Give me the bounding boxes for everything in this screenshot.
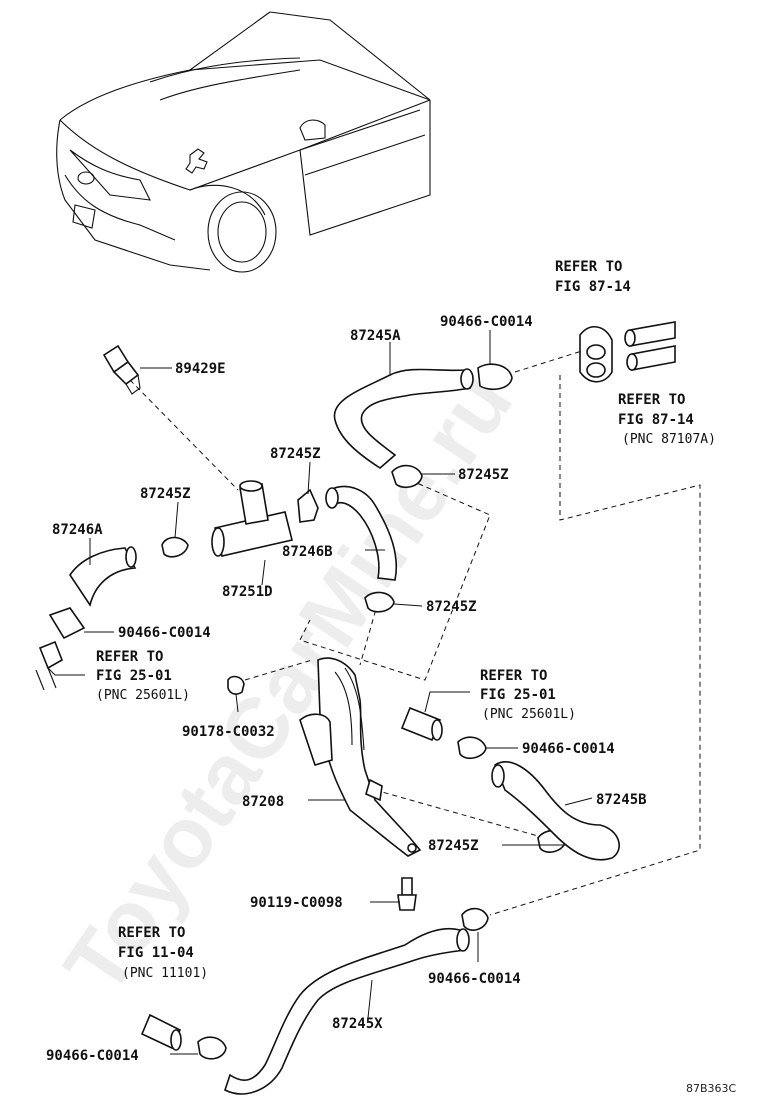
grommet-connector: [579, 321, 676, 383]
label-87246B: 87246B: [282, 544, 333, 560]
label-87208: 87208: [242, 794, 284, 810]
label-89429E: 89429E: [175, 361, 226, 377]
leader-lines: [47, 330, 593, 1055]
part-labels: 89429E 87245A 90466-C0014 87245Z 87245Z …: [46, 314, 647, 1064]
ref-line: REFER TO: [618, 392, 685, 408]
bracket-87208: [299, 657, 422, 857]
diagram-code: 87B363C: [686, 1082, 737, 1095]
label-87245X: 87245X: [332, 1016, 383, 1032]
label-87251D: 87251D: [222, 584, 273, 600]
hose-87245B: [491, 761, 620, 861]
ref-fig-87-14-side: REFER TO FIG 87-14 (PNC 87107A): [618, 392, 716, 447]
label-90466-left: 90466-C0014: [118, 625, 211, 641]
ref-line: FIG 87-14: [555, 279, 631, 295]
label-87246A: 87246A: [52, 522, 103, 538]
label-87245A: 87245A: [350, 328, 401, 344]
ref-fig-87-14-top: REFER TO FIG 87-14: [555, 259, 631, 295]
label-87245Z-lower: 87245Z: [426, 599, 477, 615]
ref-line: FIG 25-01: [96, 668, 172, 684]
hose-87246A: [69, 546, 137, 607]
hose-87245X: [224, 927, 470, 1095]
cap-90178: [227, 675, 245, 695]
clamp-90466-bottom: [197, 1036, 227, 1060]
ref-line: FIG 25-01: [480, 687, 556, 703]
ref-line: (PNC 25601L): [482, 707, 576, 722]
clamp-87245Z-mid: [297, 488, 319, 523]
label-90466-bottom: 90466-C0014: [46, 1048, 139, 1064]
pipe-bottom: [140, 1013, 182, 1051]
clamp-90466-low: [461, 907, 489, 931]
ref-line: REFER TO: [555, 259, 622, 275]
reference-notes: REFER TO FIG 87-14 REFER TO FIG 87-14 (P…: [96, 259, 716, 981]
ref-line: (PNC 11101): [122, 966, 208, 981]
ref-line: REFER TO: [96, 649, 163, 665]
pipe-right: [400, 706, 443, 742]
bolt-90119: [397, 877, 417, 911]
sensor-89429E: [102, 344, 141, 395]
hose-87246B: [325, 485, 398, 581]
ref-line: FIG 87-14: [618, 412, 694, 428]
ref-line: REFER TO: [480, 668, 547, 684]
fitting-90466-left: [35, 607, 86, 691]
ref-fig-25-01-right: REFER TO FIG 25-01 (PNC 25601L): [480, 668, 576, 722]
label-87245Z-mid: 87245Z: [270, 446, 321, 462]
clamp-90466-mid: [457, 736, 487, 760]
clamp-87245Z-lower: [364, 591, 395, 613]
label-87245Z-bottom: 87245Z: [428, 838, 479, 854]
label-90466-mid: 90466-C0014: [522, 741, 615, 757]
clamp-87245Z-left: [161, 536, 189, 558]
label-90466-top: 90466-C0014: [440, 314, 533, 330]
ref-line: FIG 11-04: [118, 945, 194, 961]
label-90178: 90178-C0032: [182, 724, 275, 740]
label-87245Z-upper: 87245Z: [458, 467, 509, 483]
hose-87245A: [333, 363, 513, 469]
ref-line: (PNC 25601L): [96, 688, 190, 703]
ref-fig-25-01-left: REFER TO FIG 25-01 (PNC 25601L): [96, 649, 190, 703]
tee-joint-87251D: [211, 480, 293, 557]
label-90466-low: 90466-C0014: [428, 971, 521, 987]
label-90119: 90119-C0098: [250, 895, 343, 911]
car-illustration: [56, 11, 431, 273]
ref-line: REFER TO: [118, 925, 185, 941]
ref-fig-11-04: REFER TO FIG 11-04 (PNC 11101): [118, 925, 208, 981]
ref-line: (PNC 87107A): [622, 432, 716, 447]
label-87245B: 87245B: [596, 792, 647, 808]
clamp-87245Z-upper: [391, 464, 423, 489]
label-87245Z-left: 87245Z: [140, 486, 191, 502]
